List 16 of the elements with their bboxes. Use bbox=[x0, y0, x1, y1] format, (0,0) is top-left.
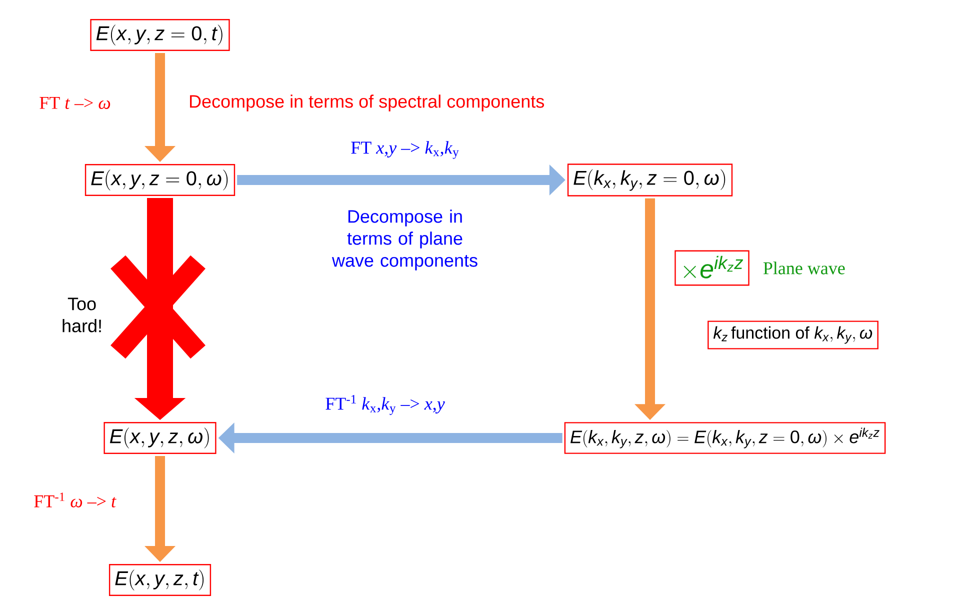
formula-box: $E(x, y, z, \omega)$ bbox=[104, 422, 216, 454]
formula-box: $E(k_x, k_y, z, \omega) = E(k_x, k_y, z=0, \omega) \times e^{ik_z z}$ bbox=[564, 422, 886, 454]
edge-label: FT t –> ω bbox=[40, 97, 110, 109]
formula-box: $E(k_x, k_y, z=0, \omega)$ bbox=[567, 164, 733, 196]
formula-box: $\times e^{ik_z z}$ bbox=[674, 250, 750, 286]
annotation: Decompose in terms of spectral components bbox=[190, 94, 544, 112]
formula-box: $E(x, y, z, t)$ bbox=[108, 564, 212, 596]
formula-box: $E(x, y, z=0, \omega)$ bbox=[84, 164, 236, 196]
edge-label: FT x,y –> k$_{x}$,k$_{y}$ bbox=[351, 141, 459, 159]
edge-label: FT$^{-1}$ ω –> t bbox=[34, 492, 116, 508]
edge-label: Too hard! bbox=[62, 298, 101, 332]
annotation: Decompose in terms of plane wave components bbox=[332, 210, 478, 270]
formula-box: $k_z\,\mathrm{function\ of}\ k_x, k_y, \omega$ bbox=[708, 320, 878, 350]
beside-label: Plane wave bbox=[763, 262, 845, 274]
formula-box: $E(x, y, z=0, t)$ bbox=[90, 19, 230, 51]
edge-label: FT$^{-1}$ k$_{x}$,k$_{y}$ –> x,y bbox=[326, 395, 445, 415]
